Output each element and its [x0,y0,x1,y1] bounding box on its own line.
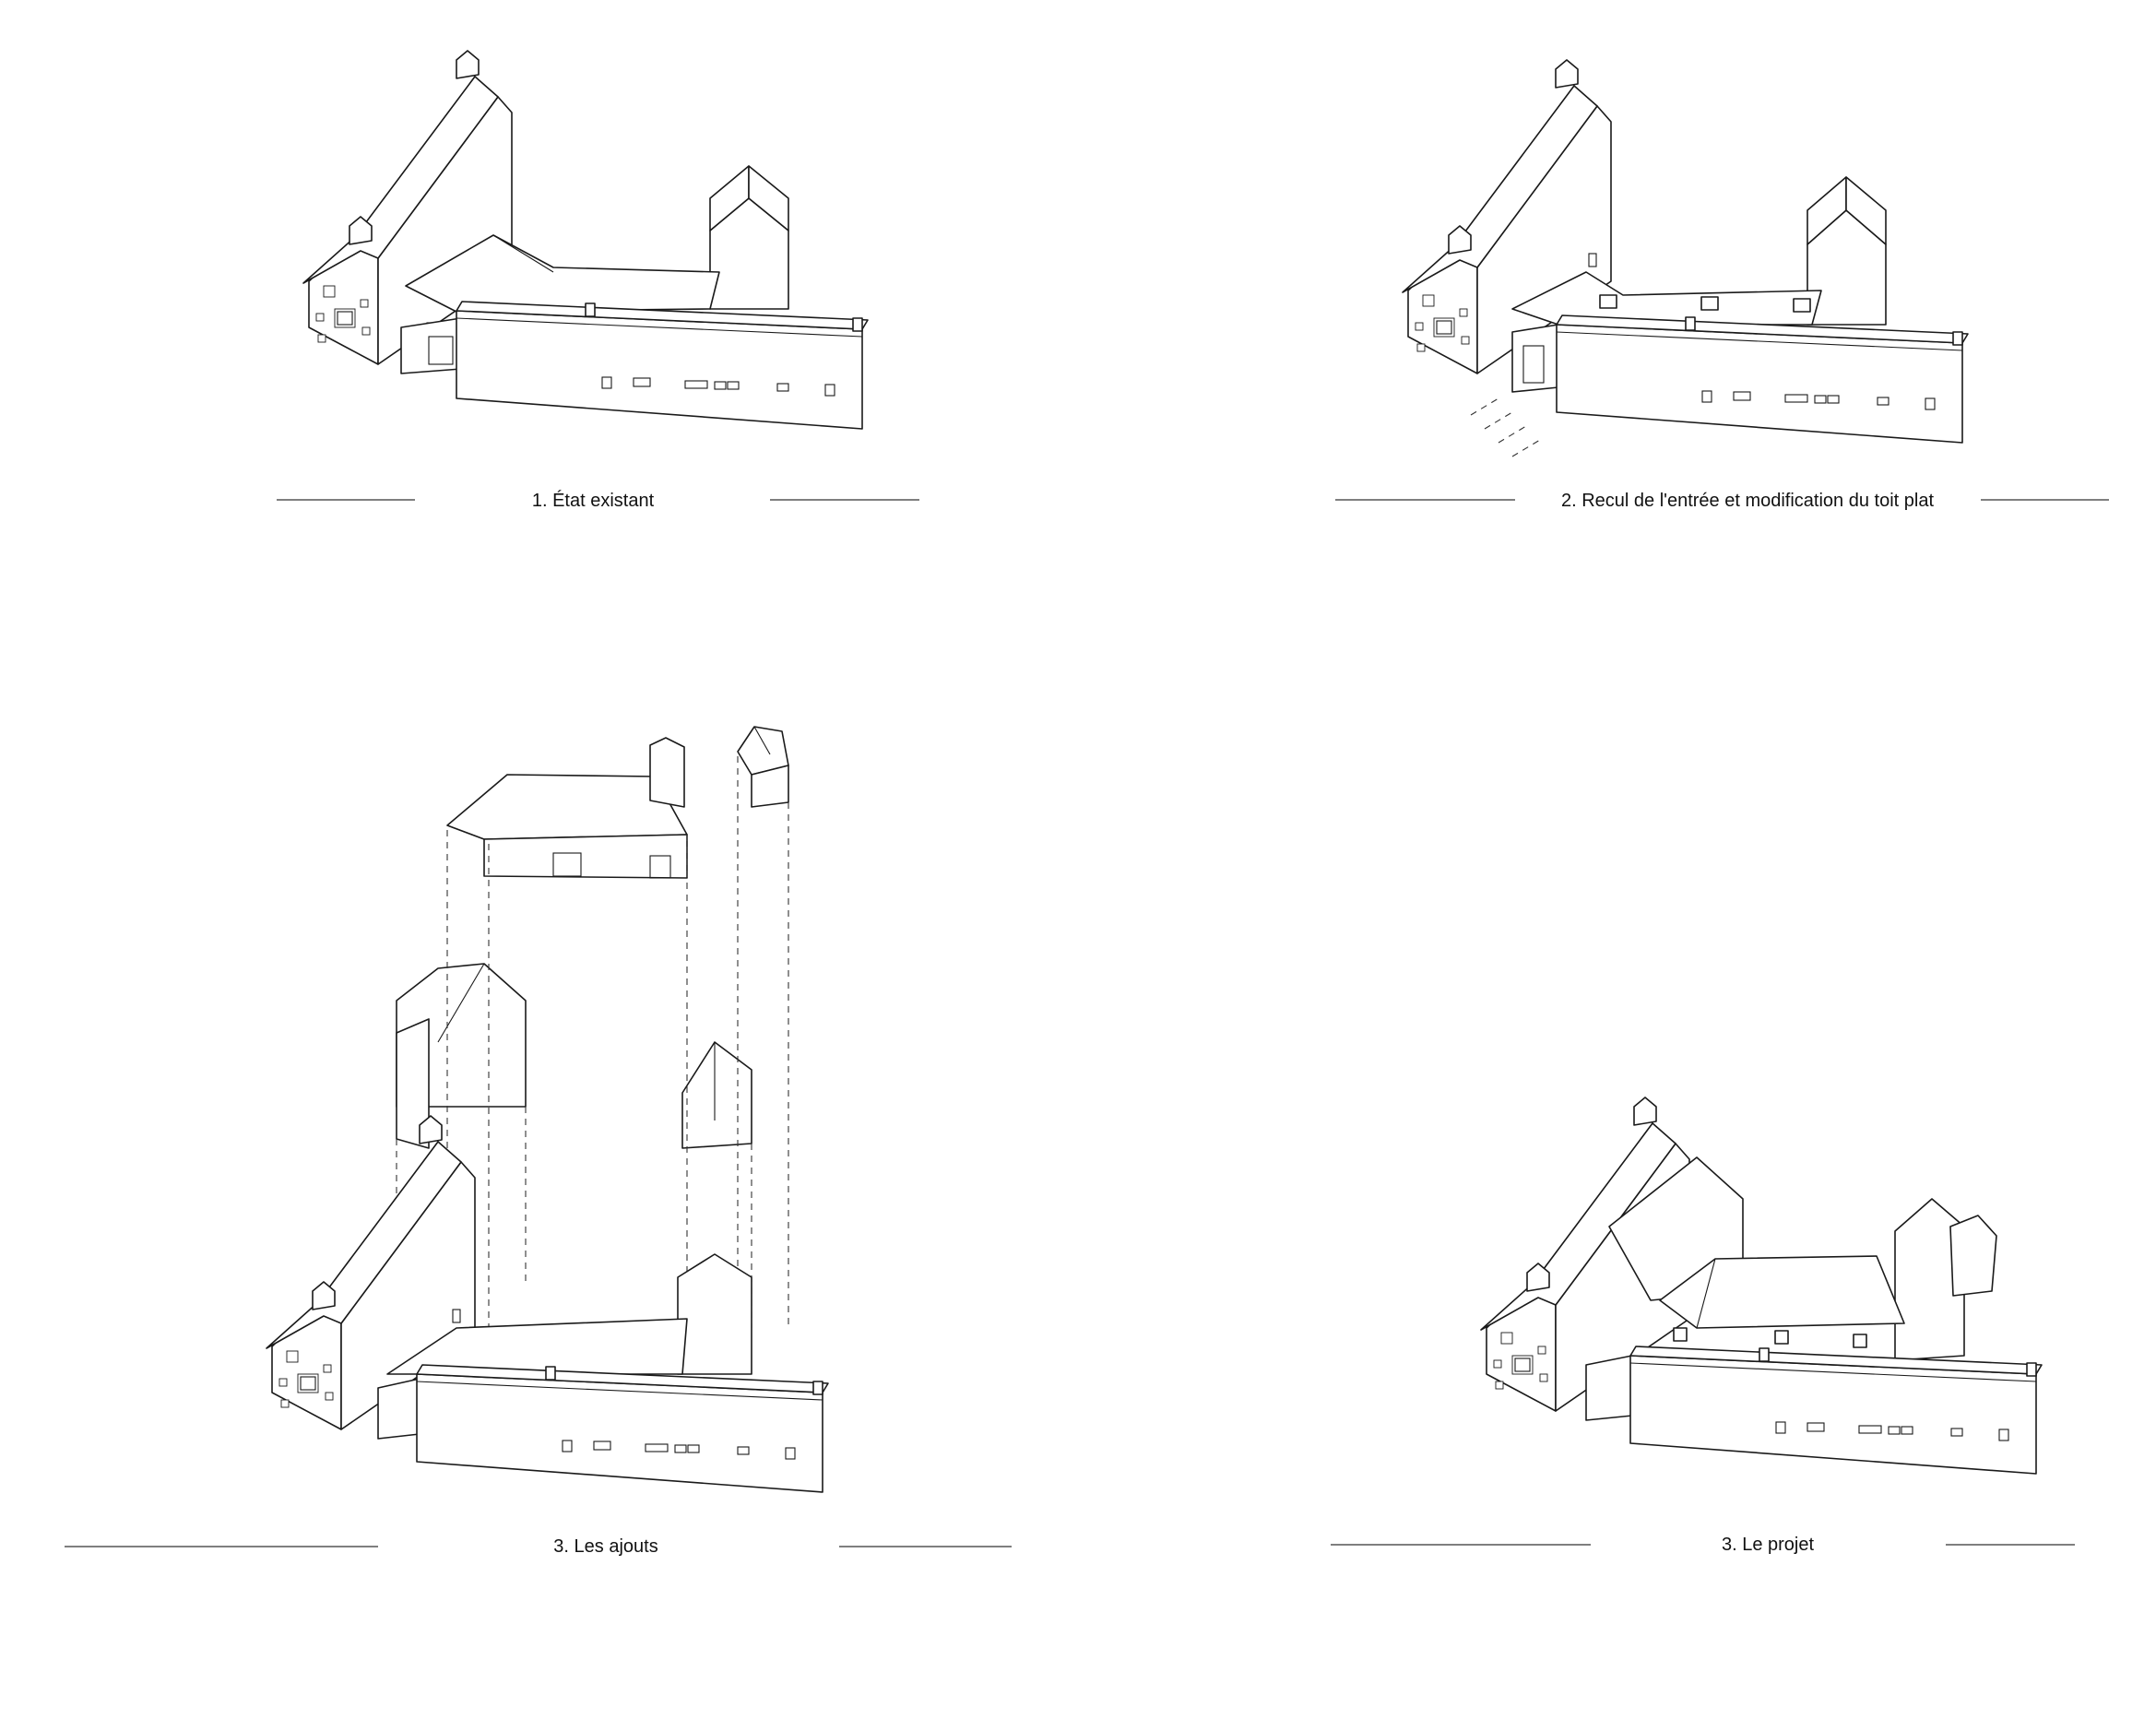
caption-panel-4: 3. Le projet [1722,1535,1815,1555]
drawing-recessed-entrance [1402,59,1969,457]
caption-panel-3: 3. Les ajouts [553,1536,657,1557]
drawing-exploded-additions [266,726,829,1493]
caption-panel-1: 1. État existant [532,490,655,511]
panel-1-existing: 1. État existant [277,50,919,511]
drawing-existing-farm [302,50,869,430]
panel-3-additions: 3. Les ajouts [65,726,1012,1557]
panel-2-recessed-entrance: 2. Recul de l'entrée et modification du … [1335,59,2109,511]
drawing-final-project [1480,1097,2043,1475]
caption-panel-2: 2. Recul de l'entrée et modification du … [1561,491,1934,511]
panel-4-project: 3. Le projet [1331,1097,2075,1555]
